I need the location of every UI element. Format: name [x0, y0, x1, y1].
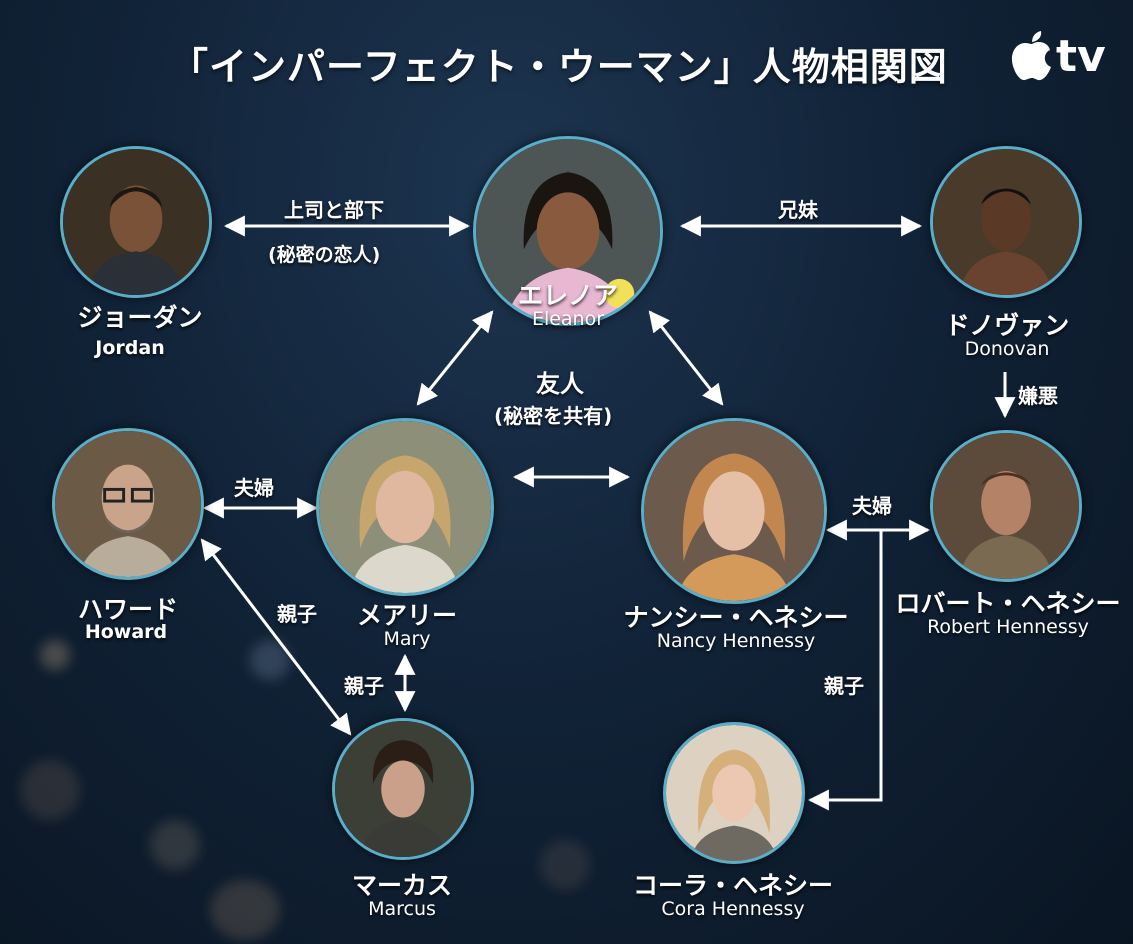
eleanor-portrait: [473, 136, 663, 326]
robert-name-en: Robert Hennessy: [927, 616, 1089, 638]
arrow-eleanor-nancy: [648, 310, 724, 406]
cora-portrait: [663, 722, 805, 864]
donovan-portrait: [930, 146, 1082, 298]
page-title: 「インパーフェクト・ウーマン」人物相関図: [170, 45, 948, 89]
arrow-howard-marcus: [200, 538, 352, 736]
marcus-name-en: Marcus: [368, 898, 436, 920]
marcus-portrait: [332, 718, 474, 860]
eleanor-name-en: Eleanor: [531, 308, 605, 330]
relation-parent-child-cora: 親子: [824, 674, 864, 698]
nancy-name-jp: ナンシー・ヘネシー: [623, 603, 849, 632]
howard-name-en: Howard: [84, 621, 168, 643]
relation-parent-child-mary: 親子: [344, 674, 384, 698]
cora-name-en: Cora Hennessy: [661, 898, 805, 920]
relation-married-nancy-robert: 夫婦: [852, 494, 892, 518]
marcus-name-jp: マーカス: [351, 871, 453, 900]
robert-portrait: [930, 430, 1082, 582]
nancy-portrait: [641, 418, 827, 604]
robert-name-jp: ロバート・ヘネシー: [895, 589, 1121, 618]
howard-name-jp: ハワード: [77, 595, 179, 624]
relation-siblings: 兄妹: [778, 198, 818, 222]
donovan-name-jp: ドノヴァン: [944, 311, 1070, 340]
mary-name-en: Mary: [383, 628, 431, 650]
relation-parent-child-howard: 親子: [277, 602, 317, 626]
jordan-portrait: [60, 146, 212, 298]
relation-secret-lover: (秘密の恋人): [268, 244, 381, 266]
relation-boss-subordinate: 上司と部下: [284, 198, 384, 222]
apple-icon: [1010, 30, 1054, 82]
donovan-name-en: Donovan: [964, 338, 1050, 360]
arrow-eleanor-mary: [416, 310, 494, 406]
apple-tv-logo: tv: [1010, 30, 1106, 82]
relation-secret-shared: (秘密を共有): [494, 404, 613, 428]
jordan-name-jp: ジョーダン: [77, 303, 203, 332]
arrow-parents-cora: [807, 530, 883, 811]
mary-portrait: [316, 418, 494, 596]
nancy-name-en: Nancy Hennessy: [656, 630, 816, 652]
apple-tv-text: tv: [1056, 30, 1106, 82]
eleanor-name-jp: エレノア: [517, 281, 619, 310]
cora-name-jp: コーラ・ヘネシー: [632, 871, 834, 900]
relation-married-howard-mary: 夫婦: [234, 476, 274, 500]
howard-portrait: [52, 428, 204, 580]
relation-friends: 友人: [536, 370, 584, 398]
jordan-name-en: Jordan: [95, 337, 165, 359]
mary-name-jp: メアリー: [356, 601, 458, 630]
relation-hatred: 嫌悪: [1018, 384, 1058, 408]
